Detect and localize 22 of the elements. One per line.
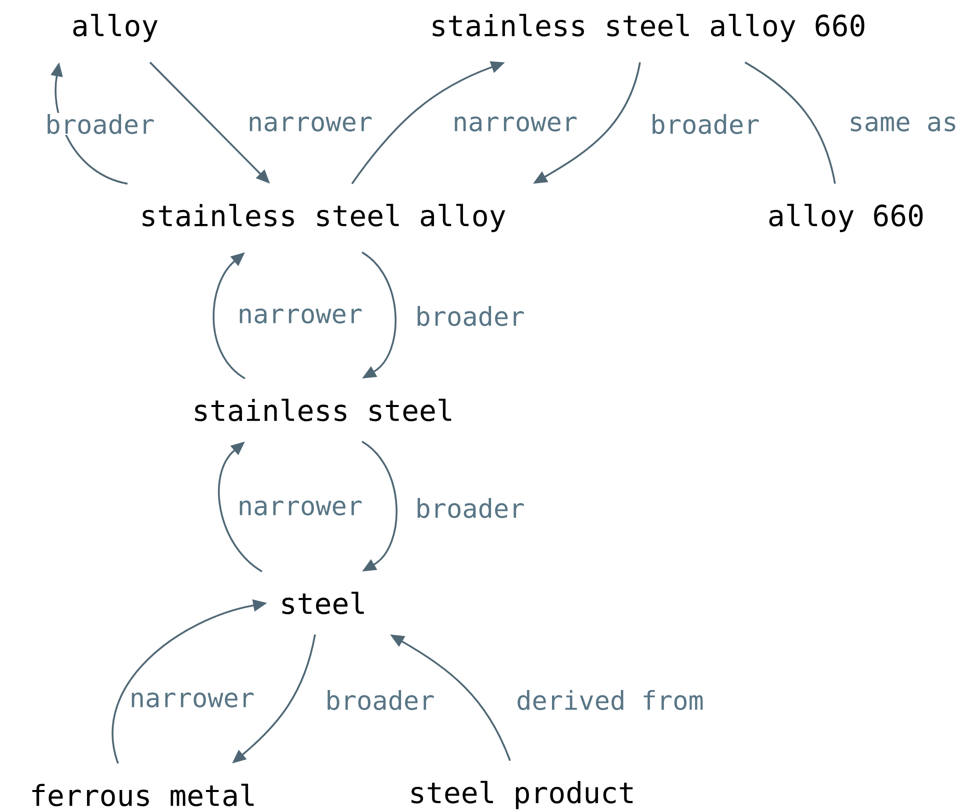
edge-label: broader [324, 688, 436, 712]
term-label: ferrous metal [32, 784, 254, 806]
edge-label: narrower [128, 692, 256, 708]
edge-label: narrower [246, 116, 374, 132]
arrow [361, 252, 396, 378]
term-label: alloy 660 [769, 204, 923, 232]
term-label: steel product [412, 780, 633, 810]
edge-label: same as [847, 116, 959, 132]
edge-label: narrower [236, 500, 364, 516]
edge-label: broader [649, 112, 761, 136]
edge-label: narrower [451, 116, 579, 132]
edge-label: narrower [236, 308, 364, 324]
edge-label: broader [414, 304, 526, 328]
edge-label: broader [414, 496, 526, 520]
term-label: stainless steel [195, 398, 452, 422]
arrow [361, 440, 398, 572]
edge-label: derived from [515, 688, 705, 712]
term-label: steel [282, 592, 364, 614]
term-label: stainless steel alloy [142, 204, 506, 232]
edge-label: broader [44, 112, 156, 136]
term-label: stainless steel alloy 660 [432, 14, 864, 42]
term-label: alloy [73, 14, 158, 42]
